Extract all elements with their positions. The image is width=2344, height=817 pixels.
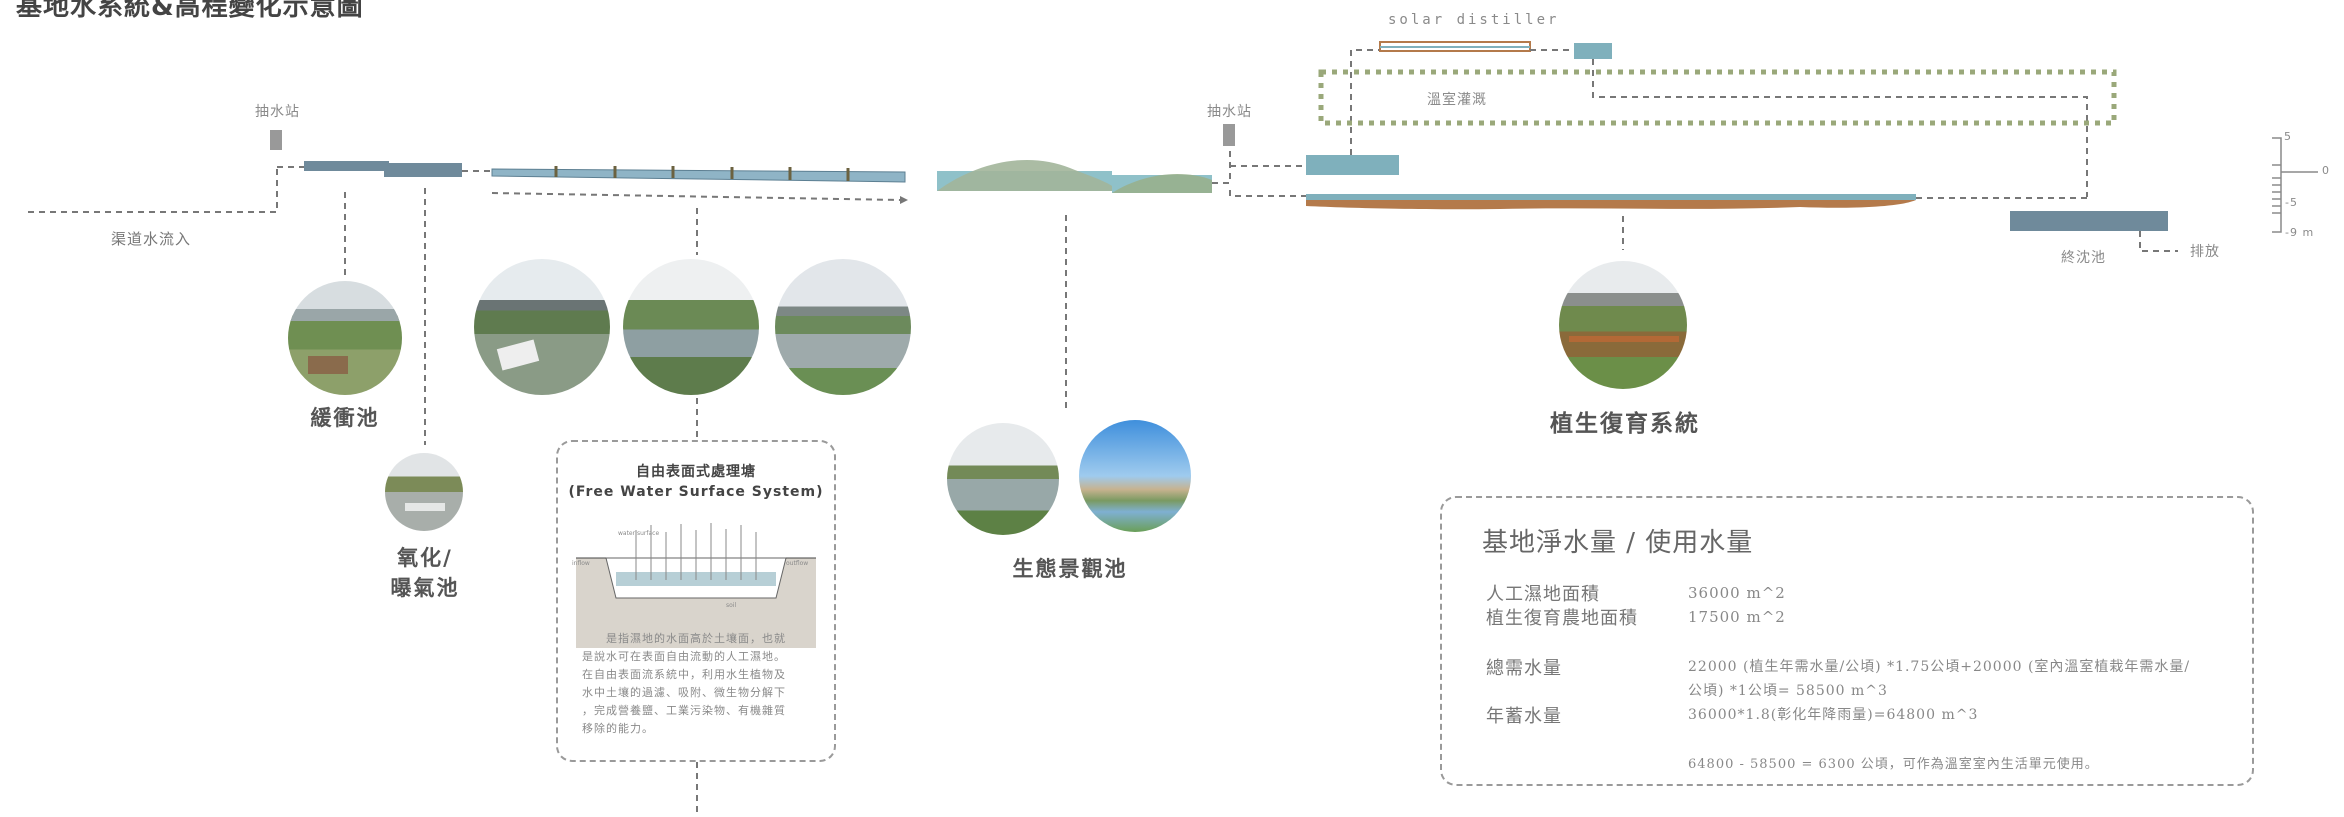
water-quota-note: 64800 - 58500 = 6300 公頃，可作為溫室室內生活單元使用。	[1688, 757, 2099, 772]
fws-desc-line: 水中土壤的過濾、吸附、微生物分解下	[582, 686, 786, 699]
discharge-label: 排放	[2190, 244, 2220, 260]
fws-description: 是指濕地的水面高於土壤面，也就 是說水可在表面自由流動的人工濕地。 在自由表面流…	[582, 630, 822, 738]
total-demand-line1: 22000 (植生年需水量/公頃) *1.75公頃+20000 (室內溫室植栽年…	[1688, 659, 2191, 675]
fws-plants	[554, 166, 850, 181]
fws-desc-line: 在自由表面流系統中，利用水生植物及	[582, 668, 786, 681]
greenhouse-frame	[1318, 69, 2117, 126]
total-demand-key: 總需水量	[1486, 658, 1562, 679]
scale-label-5: 5	[2284, 130, 2292, 143]
fws-desc-line: 是指濕地的水面高於土壤面，也就	[606, 632, 786, 645]
fws-fig-label-inflow: inflow	[572, 560, 590, 567]
pump-station-1-label: 抽水站	[255, 104, 300, 120]
veg-soil	[1306, 200, 1916, 210]
fws-photo-1	[474, 259, 610, 395]
veg-water	[1306, 194, 1916, 200]
farmland-area-key: 植生復育農地面積	[1486, 608, 1638, 629]
storage-tank	[1306, 155, 1399, 175]
fws-cross-section	[576, 520, 816, 648]
page-title: 基地水系統&高程變化示意圖	[16, 0, 364, 22]
fws-title-en: (Free Water Surface System)	[568, 484, 824, 500]
fws-fig-label-surface: water surface	[618, 530, 660, 537]
buffer-pond-photo	[288, 281, 402, 395]
fws-photo-3	[775, 259, 911, 395]
farmland-area-value: 17500 m^2	[1688, 608, 1786, 626]
solar-tank	[1574, 43, 1612, 59]
scale-label-0: 0	[2322, 164, 2330, 177]
pump-station-2	[1223, 124, 1235, 146]
eco-pond-photo-2	[1079, 420, 1191, 532]
pump-station-1	[270, 130, 282, 150]
wetland-area-key: 人工濕地面積	[1486, 584, 1600, 605]
eco-hill-2	[1112, 174, 1212, 193]
water-quota-box: 基地淨水量 / 使用水量 人工濕地面積 36000 m^2 植生復育農地面積 1…	[1440, 496, 2254, 786]
annual-storage-key: 年蓄水量	[1486, 706, 1562, 727]
fws-title-zh: 自由表面式處理塘	[636, 464, 756, 480]
fws-fig-label-soil: soil	[726, 602, 737, 609]
final-pond-label: 終沈池	[2061, 250, 2106, 266]
fws-photo-2	[623, 259, 759, 395]
fws-desc-line: 是說水可在表面自由流動的人工濕地。	[582, 650, 786, 663]
fws-underflow	[491, 192, 901, 201]
veg-system-photo	[1559, 261, 1687, 389]
oxidation-label-line2: 曝氣池	[390, 576, 460, 600]
fws-info-box: 自由表面式處理塘 (Free Water Surface System) wat…	[556, 440, 836, 762]
solar-distiller-label: solar distiller	[1388, 12, 1560, 28]
elevation-scale	[2272, 137, 2318, 233]
fws-fig-label-outflow: outflow	[786, 560, 809, 567]
pump-station-2-label: 抽水站	[1207, 104, 1252, 120]
total-demand-line2: 公頃) *1公頃= 58500 m^3	[1688, 683, 1888, 699]
oxidation-label-line1: 氧化/	[397, 546, 453, 570]
wetland-area-value: 36000 m^2	[1688, 584, 1786, 602]
channel-inflow-label: 渠道水流入	[111, 230, 192, 248]
buffer-pond	[304, 161, 389, 171]
eco-hill-1	[937, 159, 1112, 191]
oxidation-pond	[384, 163, 462, 177]
fws-desc-line: 移除的能力。	[582, 722, 654, 735]
water-quota-title: 基地淨水量 / 使用水量	[1482, 528, 1754, 558]
veg-system-label: 植生復育系統	[1550, 411, 1700, 437]
oxidation-pond-photo	[385, 453, 463, 531]
scale-label-neg5: -5	[2285, 196, 2298, 209]
fws-pond	[491, 168, 906, 183]
greenhouse-label: 溫室灌溉	[1427, 92, 1487, 108]
buffer-pond-label: 緩衝池	[310, 406, 380, 430]
channel-inflow-line	[28, 167, 278, 213]
annual-storage-value: 36000*1.8(彰化年降雨量)=64800 m^3	[1688, 707, 1979, 723]
fws-desc-line: ，完成營養鹽、工業污染物、有機雜質	[582, 704, 786, 717]
scale-label-neg9: -9 m	[2285, 226, 2315, 239]
eco-pond-label: 生態景觀池	[1012, 557, 1128, 581]
eco-pond-photo-1	[947, 423, 1059, 535]
final-settling-pond	[2010, 211, 2168, 231]
connector-lines	[344, 188, 1624, 817]
